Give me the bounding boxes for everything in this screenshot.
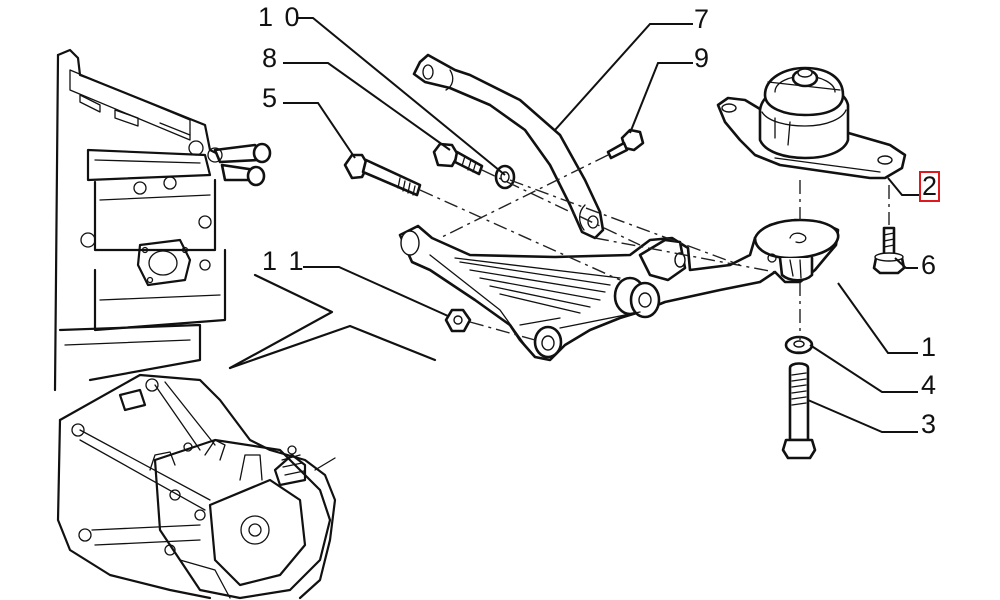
bolt-8: [432, 142, 484, 176]
callout-3[interactable]: 3: [921, 409, 939, 439]
nut-11: [444, 308, 472, 333]
callout-10[interactable]: 1 0: [258, 2, 302, 32]
assembly-indicator-lines: [228, 273, 437, 370]
bolt-5: [343, 153, 422, 197]
assembly-axes: [419, 154, 890, 341]
callout-6[interactable]: 6: [921, 250, 939, 280]
rubber-mount: [716, 66, 907, 180]
washer-4: [784, 335, 814, 355]
callout-2-highlighted[interactable]: 2: [919, 171, 941, 202]
bolt-3: [781, 362, 817, 460]
callout-8[interactable]: 8: [262, 43, 280, 73]
callout-9[interactable]: 9: [694, 43, 712, 73]
support-bracket: [398, 218, 840, 362]
callout-4[interactable]: 4: [921, 370, 939, 400]
engine-block: [53, 48, 272, 392]
callout-5[interactable]: 5: [262, 83, 280, 113]
callout-7[interactable]: 7: [694, 4, 712, 34]
leader-lines: [283, 17, 920, 433]
callout-11[interactable]: 1 1: [262, 246, 306, 276]
gearbox: [56, 373, 337, 600]
bolt-6: [872, 226, 906, 275]
callout-1[interactable]: 1: [921, 332, 939, 362]
bolt-9: [606, 128, 645, 160]
